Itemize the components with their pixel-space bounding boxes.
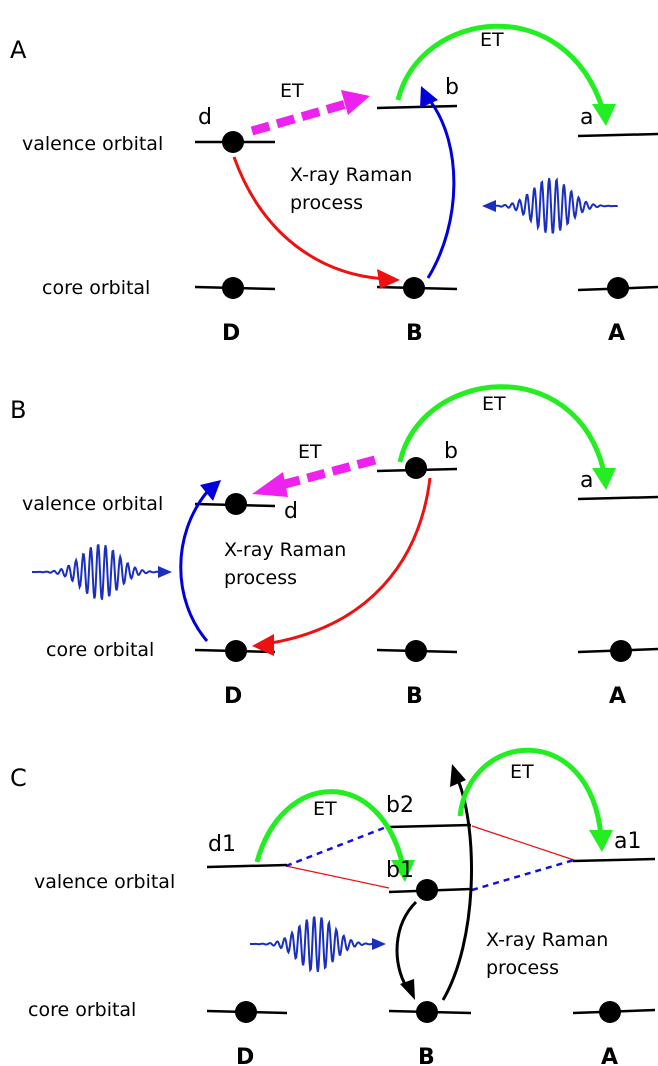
electron-d-core — [235, 1001, 257, 1023]
et-green-label: ET — [482, 393, 506, 415]
xray-pulse — [32, 544, 172, 600]
decay-arrow-head — [400, 979, 415, 1000]
process-label-line1: X-ray Raman — [224, 539, 346, 561]
panel-a-label: A — [10, 36, 27, 64]
level-label-d: d — [284, 499, 298, 524]
electron-b1-valence — [416, 879, 438, 901]
process-label-line1: X-ray Raman — [290, 164, 412, 186]
valence-level-b2 — [388, 823, 472, 829]
level-label-d: d — [198, 105, 212, 130]
xray-pulse — [482, 177, 618, 234]
level-label-a: a — [580, 105, 593, 130]
excitation-arrow-head — [420, 86, 438, 108]
excitation-arrow — [426, 101, 456, 279]
et-right-arrow — [457, 747, 604, 837]
et-right-arrow-head — [589, 830, 613, 852]
level-label-b2: b2 — [386, 793, 414, 818]
electron-d-valence — [225, 493, 247, 515]
valence-level-d1 — [206, 863, 288, 869]
et-left-arrow-head — [391, 860, 415, 882]
et-pink-dashed-arrow — [283, 455, 377, 489]
valence-level-a — [577, 495, 658, 501]
electron-d-valence — [222, 131, 244, 153]
valence-level-a1 — [572, 857, 656, 863]
level-label-a1: a1 — [614, 829, 641, 854]
level-label-b1: b1 — [386, 858, 414, 883]
valence-orbital-label: valence orbital — [22, 493, 163, 515]
site-label-a: A — [601, 1045, 618, 1066]
et-pink-arrow-head — [252, 472, 288, 497]
site-label-b: B — [406, 684, 423, 709]
valence-level-b — [376, 104, 458, 110]
site-label-a: A — [608, 321, 625, 346]
decay-arrow — [264, 477, 432, 646]
electron-d-core — [225, 640, 247, 662]
electron-b-core — [403, 277, 425, 299]
excitation-arrow-head — [200, 480, 221, 501]
coupling-line-b2-a1 — [471, 825, 575, 861]
electron-b-core — [405, 640, 427, 662]
et-green-label: ET — [480, 29, 504, 51]
valence-orbital-label: valence orbital — [22, 133, 163, 155]
level-label-b: b — [444, 439, 458, 464]
process-label-line1: X-ray Raman — [486, 929, 608, 951]
panel-b: B ET ET b a d — [10, 384, 658, 709]
panel-a: A ET ET d b a — [10, 23, 658, 346]
electron-a-core — [610, 640, 632, 662]
excitation-arrow-head — [450, 764, 466, 787]
et-left-arrow — [254, 789, 406, 867]
electron-d-core — [222, 277, 244, 299]
electron-a-core — [607, 277, 629, 299]
core-orbital-label: core orbital — [42, 277, 150, 299]
site-label-d: D — [224, 684, 242, 709]
et-pink-label: ET — [298, 441, 322, 463]
decay-arrow — [232, 156, 387, 281]
excitation-arrow — [179, 491, 209, 642]
et-green-arrow — [395, 23, 606, 111]
process-label-line2: process — [224, 567, 297, 589]
et-right-label: ET — [510, 761, 534, 783]
level-label-d1: d1 — [208, 832, 236, 857]
decay-arrow — [395, 900, 418, 989]
et-green-arrow — [397, 384, 607, 473]
panel-b-label: B — [10, 396, 26, 424]
electron-b-valence — [405, 457, 427, 479]
decay-arrow-head — [377, 269, 400, 289]
et-pink-dashed-arrow — [250, 99, 348, 136]
core-orbital-label: core orbital — [28, 999, 136, 1021]
level-label-a: a — [580, 468, 593, 493]
electron-b-core — [416, 1001, 438, 1023]
xray-pulse — [250, 916, 386, 973]
panel-c-label: C — [10, 764, 27, 792]
et-pink-arrow-head — [341, 90, 370, 115]
panel-c: C ET ET — [10, 747, 656, 1066]
et-green-arrow-head — [592, 468, 616, 490]
process-label-line2: process — [290, 192, 363, 214]
electron-a-core — [599, 1001, 621, 1023]
level-label-b: b — [445, 75, 459, 100]
site-label-a: A — [609, 684, 626, 709]
core-orbital-label: core orbital — [46, 639, 154, 661]
site-label-d: D — [222, 321, 240, 346]
et-left-label: ET — [313, 798, 337, 820]
coupling-dashed-b1-a1 — [471, 858, 575, 892]
valence-orbital-label: valence orbital — [34, 871, 175, 893]
valence-level-a — [577, 132, 658, 138]
site-label-b: B — [406, 321, 423, 346]
et-pink-label: ET — [280, 80, 304, 102]
decay-arrow-head — [252, 634, 274, 656]
site-label-b: B — [418, 1045, 435, 1066]
process-label-line2: process — [486, 957, 559, 979]
site-label-d: D — [236, 1045, 254, 1066]
coupling-line-d1-b1 — [285, 865, 390, 889]
coupling-dashed-d1-b2 — [285, 824, 390, 868]
et-green-arrow-head — [592, 104, 616, 126]
